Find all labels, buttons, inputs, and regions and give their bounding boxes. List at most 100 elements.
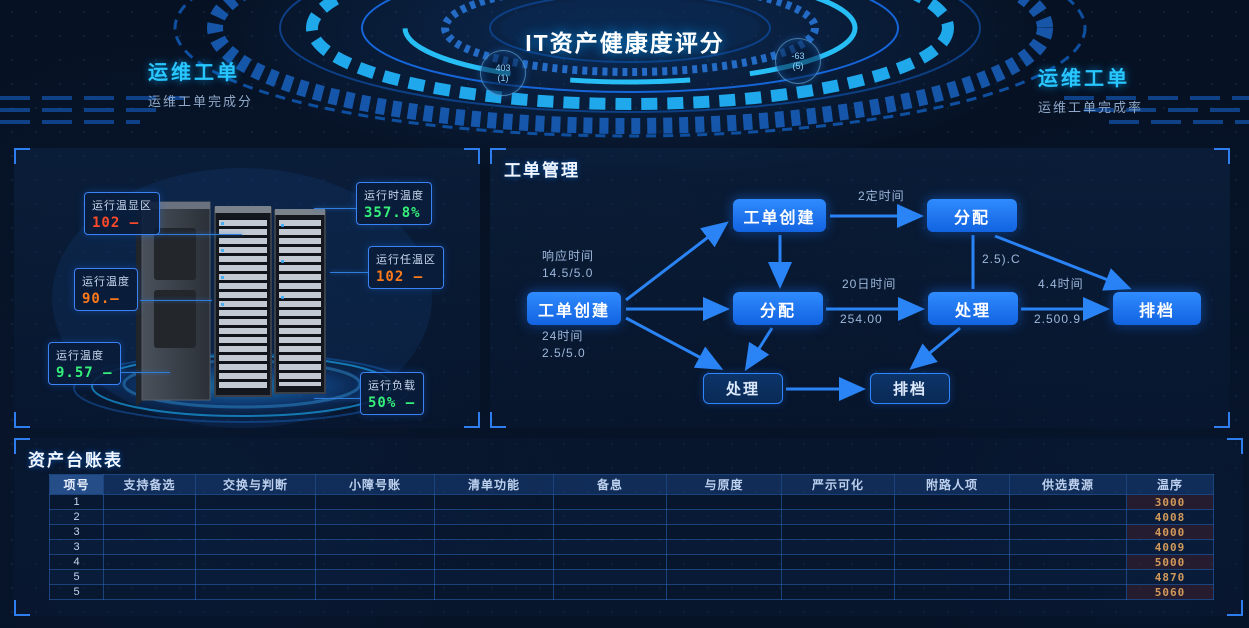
stat-right-workorder: 运维工单 运维工单完成率	[1038, 62, 1143, 116]
edge-label-response: 响应时间 14.5/5.0	[542, 248, 594, 282]
col-header-5: 备息	[553, 474, 667, 495]
row-no: 3	[49, 524, 104, 540]
corner-bracket	[1227, 600, 1243, 616]
temp-callout-1: 运行温显区 102 —	[84, 192, 160, 235]
table-row: 5 4870	[49, 569, 1214, 585]
stat-left-subtitle: 运维工单完成分	[148, 94, 254, 109]
mini-gauge-left-value: 403	[495, 63, 511, 73]
asset-ledger-title: 资产台账表	[28, 451, 123, 470]
temp-callout-5: 运行温度 9.57 —	[48, 342, 121, 385]
temp-callout-3: 运行任温区 102 —	[368, 246, 444, 289]
col-header-0: 项号	[49, 474, 104, 495]
edge-label-assign-handle-1: 20日时间	[842, 277, 897, 291]
temp-callout-4-value: 90.—	[82, 291, 120, 307]
table-row: 3 4009	[49, 539, 1214, 555]
server-rack-panel: 运行温显区 102 — 运行时温度 357.8% 运行任温区 102 — 运行温…	[14, 148, 480, 428]
temp-callout-6-label: 运行负载	[368, 380, 416, 392]
callout-line	[330, 272, 370, 273]
edge-label-response-l1: 响应时间	[542, 249, 595, 263]
callout-line	[120, 372, 170, 373]
edge-label-handle-archive-2: 2.500.9	[1034, 312, 1082, 326]
temp-callout-6-value: 50% —	[368, 395, 416, 411]
callout-line	[142, 234, 242, 235]
temp-callout-1-label: 运行温显区	[92, 200, 152, 212]
callout-line	[314, 208, 358, 209]
col-header-6: 与原度	[666, 474, 782, 495]
temp-callout-5-label: 运行温度	[56, 350, 104, 362]
row-value: 4008	[1126, 509, 1214, 525]
edge-label-top-row: 2定时间	[858, 189, 905, 203]
temp-callout-2-value: 357.8%	[364, 205, 421, 221]
corner-bracket	[490, 412, 506, 428]
row-no: 5	[49, 584, 104, 600]
mini-gauge-right-sub: (5)	[792, 61, 804, 71]
stat-right-subtitle: 运维工单完成率	[1038, 100, 1144, 115]
edge-label-assign-vertical: 2.5).C	[982, 252, 1021, 266]
flow-node-create-top[interactable]: 工单创建	[733, 199, 826, 232]
temp-callout-1-value: 102 —	[92, 215, 140, 231]
mini-gauge-left-sub: (1)	[497, 73, 509, 83]
flow-node-archive-bottom[interactable]: 排档	[870, 373, 950, 404]
row-value: 3000	[1126, 494, 1214, 510]
row-no: 4	[49, 554, 104, 570]
edge-label-lower-l2: 2.5/5.0	[542, 346, 586, 360]
corner-bracket	[14, 600, 30, 616]
temp-callout-2-label: 运行时温度	[364, 190, 424, 202]
mini-gauge-left: 403 (1)	[480, 50, 526, 96]
asset-ledger-table: 项号 支持备选 交换与判断 小障号账 清单功能 备息 与原度 严示可化 附路人项…	[49, 474, 1214, 600]
callout-line	[140, 300, 212, 301]
table-row: 1 3000	[49, 494, 1214, 510]
temp-callout-4: 运行温度 90.—	[74, 268, 138, 311]
col-header-2: 交换与判断	[195, 474, 316, 495]
temp-callout-5-value: 9.57 —	[56, 365, 113, 381]
flow-node-archive-right[interactable]: 排档	[1113, 292, 1201, 325]
row-value: 4870	[1126, 569, 1214, 585]
flow-node-create-left[interactable]: 工单创建	[527, 292, 621, 325]
corner-bracket	[490, 148, 506, 164]
stat-right-title: 运维工单	[1038, 68, 1130, 90]
flow-node-handle-bottom[interactable]: 处理	[703, 373, 783, 404]
mini-gauge-right: -63 (5)	[775, 38, 821, 84]
col-header-9: 供选费源	[1009, 474, 1127, 495]
edge-label-lower-l1: 24时间	[542, 329, 584, 343]
table-row: 2 4008	[49, 509, 1214, 525]
edge-label-lower: 24时间 2.5/5.0	[542, 328, 586, 362]
row-value: 4000	[1126, 524, 1214, 540]
table-row: 5 5060	[49, 584, 1214, 600]
flow-node-assign-top[interactable]: 分配	[927, 199, 1017, 232]
stat-left-workorder: 运维工单 运维工单完成分	[148, 56, 253, 110]
row-no: 1	[49, 494, 104, 510]
workorder-panel-title: 工单管理	[504, 161, 580, 180]
row-value: 5060	[1126, 584, 1214, 600]
asset-table-body: 1 3000 2 4008 3 4000 3 4009	[49, 494, 1214, 600]
table-header-row: 项号 支持备选 交换与判断 小障号账 清单功能 备息 与原度 严示可化 附路人项…	[49, 474, 1214, 495]
server-rack-illustration	[52, 168, 432, 428]
corner-bracket	[14, 412, 30, 428]
corner-bracket	[1227, 438, 1243, 454]
asset-ledger-panel: 资产台账表 项号 支持备选 交换与判断 小障号账 清单功能 备息 与原度 严示可…	[14, 438, 1243, 616]
corner-bracket	[14, 148, 30, 164]
table-row: 4 5000	[49, 554, 1214, 570]
col-header-3: 小障号账	[315, 474, 435, 495]
mini-gauge-right-value: -63	[791, 51, 805, 61]
col-header-10: 温序	[1126, 474, 1214, 495]
edge-label-response-l2: 14.5/5.0	[542, 266, 594, 280]
workorder-flow-panel: 工单管理 工单创建	[490, 148, 1230, 428]
corner-bracket	[464, 412, 480, 428]
temp-callout-6: 运行负载 50% —	[360, 372, 424, 415]
callout-line	[314, 398, 362, 399]
temp-callout-2: 运行时温度 357.8%	[356, 182, 432, 225]
col-header-7: 严示可化	[781, 474, 895, 495]
row-no: 2	[49, 509, 104, 525]
row-no: 5	[49, 569, 104, 585]
flow-node-assign-mid[interactable]: 分配	[733, 292, 823, 325]
temp-callout-3-label: 运行任温区	[376, 254, 436, 266]
edge-label-handle-archive-1: 4.4时间	[1038, 277, 1084, 291]
flow-node-handle-mid[interactable]: 处理	[928, 292, 1018, 325]
col-header-1: 支持备选	[103, 474, 196, 495]
corner-bracket	[464, 148, 480, 164]
col-header-8: 附路人项	[894, 474, 1010, 495]
edge-label-assign-handle-2: 254.00	[840, 312, 883, 326]
radar-rings-decoration	[0, 0, 1249, 138]
